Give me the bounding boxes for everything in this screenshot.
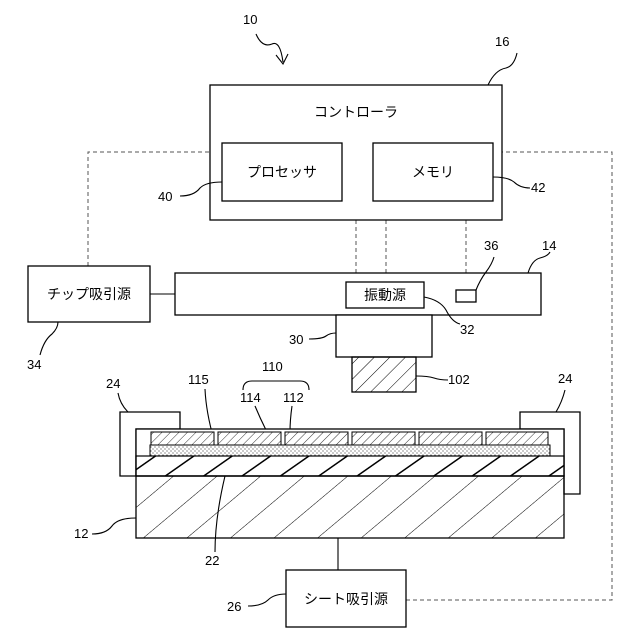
chip-suction-ref-leader (40, 322, 58, 355)
memory-ref-label: 42 (531, 180, 545, 195)
nozzle-box (336, 315, 432, 357)
system-ref-leader (256, 34, 283, 62)
substrate-piece (218, 432, 281, 445)
holder-right-ref-leader (556, 390, 565, 412)
chip-ref-label: 102 (448, 372, 470, 387)
dicing-sheet (136, 456, 564, 476)
substrate-piece (352, 432, 415, 445)
stage-ref-label: 12 (74, 526, 88, 541)
sheet-suction-label: シート吸引源 (304, 591, 388, 607)
vibration-ref-label: 32 (460, 322, 474, 337)
controller-ref-label: 16 (495, 34, 509, 49)
adhesive-layer (150, 445, 550, 456)
substrate-left-ref-label: 114 (240, 390, 261, 405)
chip-suction-connection (88, 152, 210, 266)
substrate-piece (285, 432, 348, 445)
sheet-ref-label: 22 (205, 553, 219, 568)
stage-ref-leader (92, 518, 136, 534)
nozzle-ref-label: 30 (289, 332, 303, 347)
chip-ref-leader (416, 376, 448, 380)
substrate-right-ref-leader (290, 406, 292, 432)
substrate-group-ref-label: 110 (262, 359, 283, 374)
processor-label: プロセッサ (247, 164, 317, 180)
substrate-piece (419, 432, 482, 445)
controller-title: コントローラ (314, 104, 398, 120)
stage-box (136, 476, 564, 538)
system-ref-label: 10 (243, 12, 257, 27)
vibration-label: 振動源 (364, 287, 406, 303)
processor-ref-label: 40 (158, 189, 172, 204)
chip-suction-ref-label: 34 (27, 357, 41, 372)
layer-ref-label: 115 (188, 372, 209, 387)
sheet-suction-ref-leader (248, 594, 286, 606)
sheet-suction-ref-label: 26 (227, 599, 241, 614)
holder-left-ref-leader (118, 393, 128, 412)
memory-label: メモリ (412, 164, 454, 180)
head-ref-label: 14 (542, 238, 556, 253)
substrate-left-ref-leader (255, 406, 266, 430)
chip-box (352, 357, 416, 392)
substrate-right-ref-label: 112 (283, 390, 304, 405)
controller-ref-leader (488, 53, 517, 85)
head-ref-leader (528, 252, 550, 273)
nozzle-ref-leader (309, 333, 336, 339)
holder-left-ref-label: 24 (106, 376, 120, 391)
substrate-piece (486, 432, 548, 445)
substrate-piece (151, 432, 214, 445)
chip-suction-label: チップ吸引源 (47, 286, 131, 302)
sensor-ref-label: 36 (484, 238, 498, 253)
sensor-box (456, 290, 476, 302)
holder-right-ref-label: 24 (558, 371, 572, 386)
substrate-group-bracket (243, 381, 309, 390)
